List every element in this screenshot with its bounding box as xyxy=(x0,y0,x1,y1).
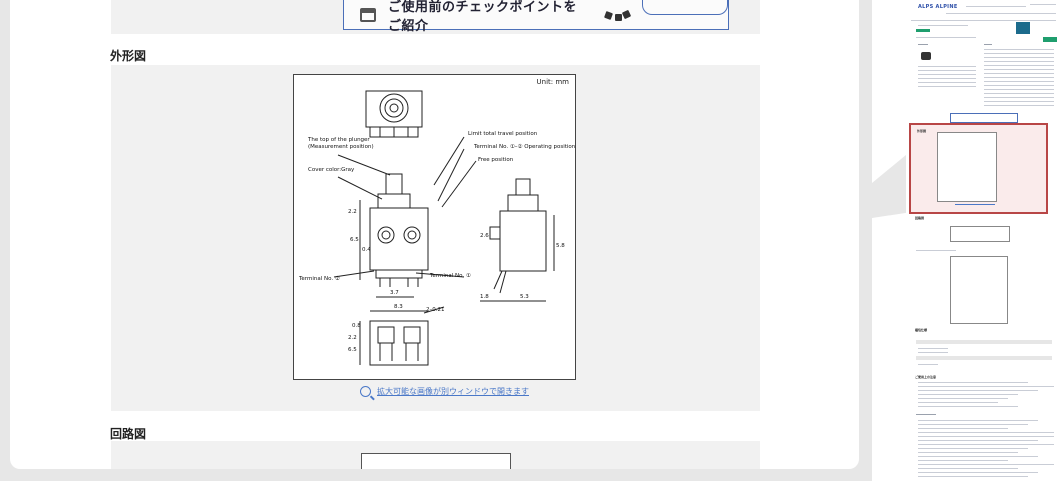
outline-section-title: 外形図 xyxy=(110,49,147,63)
dim-2-2b: 2.2 xyxy=(348,335,357,341)
thumbnail-button xyxy=(1043,37,1057,42)
thumbnail-banner xyxy=(950,113,1018,123)
switch-icon xyxy=(360,7,377,22)
components-icon xyxy=(604,9,632,21)
enlarge-link-text: 拡大可能な画像が別ウィンドウで開きます xyxy=(377,387,529,396)
dim-6-5: 6.5 xyxy=(350,237,359,243)
zoom-detail-panel: ご使用前のチェックポイントをご紹介 外形図 Unit: mm xyxy=(0,0,872,481)
dim-2-6: 2.6 xyxy=(480,233,489,239)
thumbnail-secondary-drawing xyxy=(950,256,1008,324)
technical-drawing: The top of the plunger (Measurement posi… xyxy=(298,90,576,366)
enlarge-image-link[interactable]: 拡大可能な画像が別ウィンドウで開きます xyxy=(360,386,529,397)
label-terminal-2: Terminal No. ② xyxy=(298,275,340,282)
circuit-diagram[interactable] xyxy=(361,453,511,469)
label-measurement-position: (Measurement position) xyxy=(308,144,374,150)
thumbnail-logo: ALPS ALPINE xyxy=(918,4,958,10)
label-free-position: Free position xyxy=(478,157,514,163)
thumbnail-packing-heading: 梱包仕様 xyxy=(915,328,928,332)
unit-label: Unit: mm xyxy=(536,78,569,86)
page-thumbnail[interactable]: ALPS ALPINE 外形図 回路図 梱包仕様 ご使用上の注意 xyxy=(906,0,1060,481)
label-operating-position: Terminal No. ①–② Operating position xyxy=(473,143,576,150)
thumbnail-circuit-heading: 回路図 xyxy=(915,216,925,220)
dim-6-5b: 6.5 xyxy=(348,347,357,353)
dim-0-4: 0.4 xyxy=(362,247,371,253)
thumbnail-circuit-diagram xyxy=(950,226,1010,242)
outline-drawing[interactable]: Unit: mm xyxy=(293,74,576,380)
thumbnail-switch-photo xyxy=(921,52,931,60)
dim-2-0-21: 2–0.21 xyxy=(426,307,445,313)
thumbnail-outline-heading: 外形図 xyxy=(917,129,927,133)
thumbnail-product-image xyxy=(1016,22,1030,34)
label-cover-color: Cover color:Gray xyxy=(308,167,355,173)
banner-pill xyxy=(641,0,728,15)
circuit-section-title: 回路図 xyxy=(110,427,147,441)
banner-strip: ご使用前のチェックポイントをご紹介 xyxy=(111,0,760,34)
dim-2-2: 2.2 xyxy=(348,209,357,215)
dim-1-8: 1.8 xyxy=(480,294,489,300)
label-terminal-1: Terminal No. ① xyxy=(429,273,471,279)
circuit-diagram-panel xyxy=(111,441,760,469)
thumbnail-highlight-outline: 外形図 xyxy=(909,123,1048,214)
banner-text: ご使用前のチェックポイントをご紹介 xyxy=(388,0,578,34)
dim-8-3: 8.3 xyxy=(394,304,403,310)
dim-3-7: 3.7 xyxy=(390,290,399,296)
dim-5-3: 5.3 xyxy=(520,294,529,300)
dim-0-8: 0.8 xyxy=(352,323,361,329)
zoom-in-icon xyxy=(360,386,371,397)
checkpoint-banner[interactable]: ご使用前のチェックポイントをご紹介 xyxy=(343,0,729,34)
outline-drawing-panel: Unit: mm xyxy=(111,65,760,411)
label-plunger-top: The top of the plunger xyxy=(307,137,370,143)
zoom-detail-content: ご使用前のチェックポイントをご紹介 外形図 Unit: mm xyxy=(10,0,859,469)
thumbnail-badge xyxy=(916,29,930,32)
dim-5-8: 5.8 xyxy=(556,243,565,249)
thumbnail-notes-heading: ご使用上の注意 xyxy=(915,375,937,379)
label-limit-total-travel: Limit total travel position xyxy=(468,131,538,137)
